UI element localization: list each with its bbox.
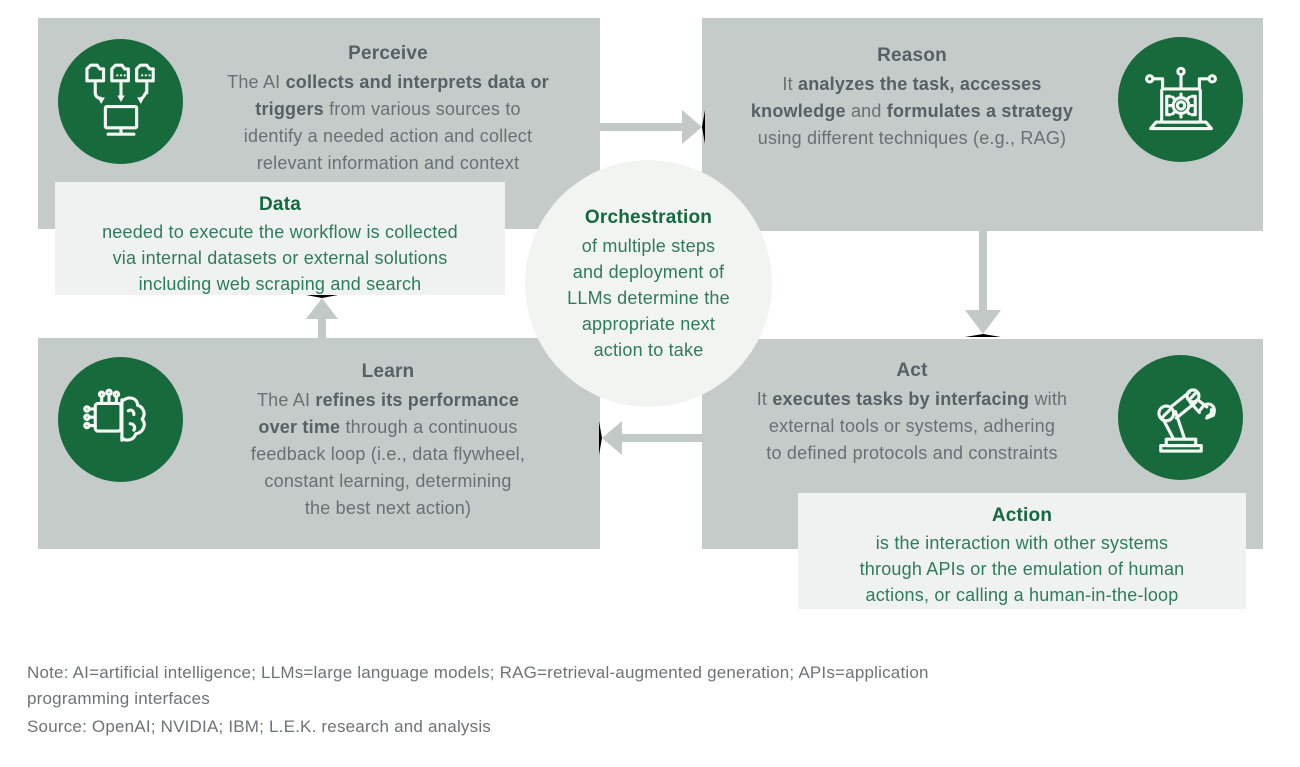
footnote: Note: AI=artificial intelligence; LLMs=l…: [27, 663, 929, 708]
perceive-text: Perceive The AI collects and interprets …: [178, 40, 598, 177]
perceive-icon-circle: [58, 39, 183, 164]
data-callout-title: Data: [259, 194, 301, 215]
arrow-reason-to-act-head: [965, 310, 1001, 337]
arrow-learn-to-data-head: [306, 295, 338, 319]
reason-box: Reason It analyzes the task, accesses kn…: [702, 18, 1263, 231]
data-callout-body: needed to execute the workflow is collec…: [102, 222, 458, 294]
arrow-perceive-to-reason-head: [682, 110, 705, 144]
action-callout-body: is the interaction with other systems th…: [859, 533, 1185, 605]
reason-title: Reason: [877, 45, 947, 66]
reason-text: Reason It analyzes the task, accesses kn…: [712, 42, 1112, 152]
footer-notes: Note: AI=artificial intelligence; LLMs=l…: [27, 660, 1279, 740]
learn-description: The AI refines its performance over time…: [250, 390, 526, 518]
learn-text: Learn The AI refines its performance ove…: [178, 358, 598, 522]
act-text: Act It executes tasks by interfacing wit…: [712, 357, 1112, 467]
reason-description: It analyzes the task, accesses knowledge…: [750, 74, 1074, 148]
arrow-perceive-to-reason-shaft: [600, 123, 684, 131]
data-sources-to-computer-icon: [84, 63, 155, 136]
act-title: Act: [896, 360, 928, 381]
orchestration-circle: Orchestration of multiple steps and depl…: [525, 160, 772, 407]
source-line: Source: OpenAI; NVIDIA; IBM; L.E.K. rese…: [27, 717, 491, 736]
action-callout: Action is the interaction with other sys…: [798, 493, 1246, 609]
laptop-gear-circuit-icon: [1144, 66, 1217, 130]
perceive-title: Perceive: [348, 43, 428, 64]
reason-icon-circle: [1118, 37, 1243, 162]
act-description: It executes tasks by interfacing with ex…: [756, 389, 1068, 463]
arrow-learn-to-data-shaft: [318, 316, 326, 338]
perceive-description: The AI collects and interprets data or t…: [227, 72, 549, 173]
arrow-act-to-learn-shaft: [619, 434, 703, 442]
learn-icon-circle: [58, 357, 183, 482]
action-callout-title: Action: [991, 505, 1053, 526]
data-callout: Data needed to execute the workflow is c…: [55, 182, 505, 295]
learn-box: Learn The AI refines its performance ove…: [38, 338, 600, 549]
orchestration-body: of multiple steps and deployment of LLMs…: [567, 236, 730, 360]
learn-title: Learn: [361, 361, 415, 382]
brain-chip-icon: [82, 388, 146, 442]
act-icon-circle: [1118, 355, 1243, 480]
orchestration-title: Orchestration: [584, 207, 713, 228]
arrow-reason-to-act-shaft: [979, 231, 987, 310]
arrow-act-to-learn-head: [599, 421, 622, 455]
robot-arm-icon: [1156, 387, 1216, 453]
